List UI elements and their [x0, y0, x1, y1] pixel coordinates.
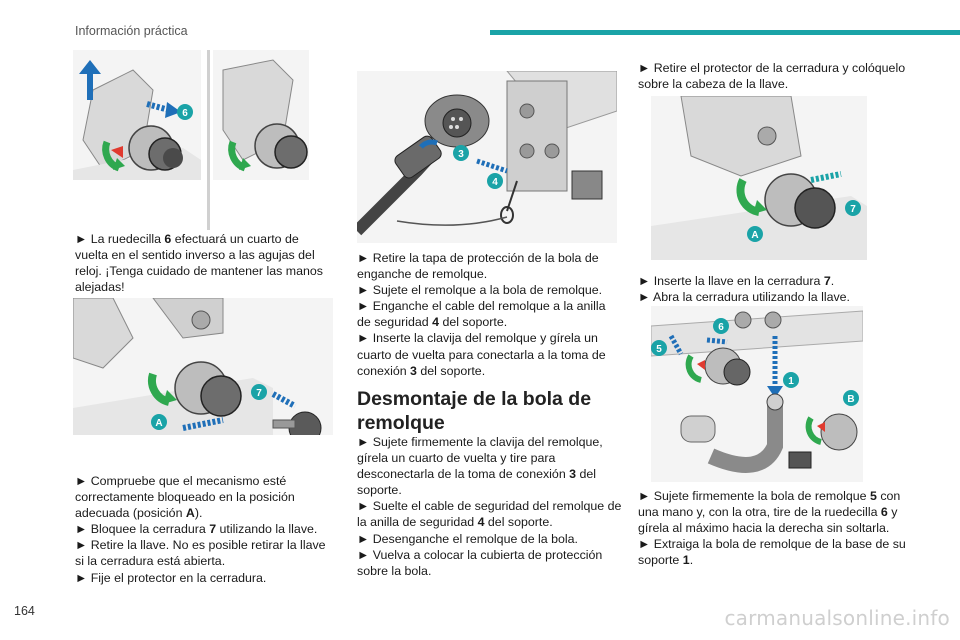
page-section-title: Información práctica — [75, 24, 188, 38]
callout-6: 6 — [718, 322, 724, 333]
callout-b: B — [847, 394, 854, 405]
callout-6: 6 — [182, 108, 188, 119]
instructions-extract-towball: ► Sujete firmemente la bola de remolque … — [638, 489, 906, 568]
callout-3: 3 — [458, 149, 464, 160]
figure-remove-towball: 6 5 1 B — [650, 306, 864, 482]
callout-7: 7 — [850, 204, 856, 215]
instruction-knob-rotation: ► La ruedecilla 6 efectuará un cuarto de… — [75, 232, 323, 295]
figure-lock-position-a: 7 A — [72, 297, 333, 445]
instructions-removal: ► Sujete firmemente la clavija del remol… — [357, 435, 622, 578]
instruction-remove-protector: ► Retire el protector de la cerradura y … — [638, 61, 906, 92]
callout-4: 4 — [492, 177, 498, 188]
figure-insert-key: 7 A — [651, 95, 867, 260]
callout-1: 1 — [788, 376, 794, 387]
section-heading: Desmontaje de la bola de remolque — [357, 388, 592, 434]
callout-a: A — [751, 230, 758, 241]
figure-trailer-connection: 3 4 — [352, 70, 618, 243]
figure-release-knob: 6 — [73, 50, 309, 230]
watermark: carmanualsonline.info — [724, 606, 950, 630]
callout-7: 7 — [256, 388, 262, 399]
instructions-unlock: ► Inserte la llave en la cerradura 7. ► … — [638, 274, 851, 305]
header-accent-bar — [490, 30, 960, 35]
instructions-lock: ► Compruebe que el mecanismo esté correc… — [75, 474, 326, 585]
callout-5: 5 — [656, 344, 662, 355]
callout-a: A — [155, 418, 162, 429]
page-number: 164 — [14, 604, 35, 618]
instructions-hitching: ► Retire la tapa de protección de la bol… — [357, 251, 606, 378]
